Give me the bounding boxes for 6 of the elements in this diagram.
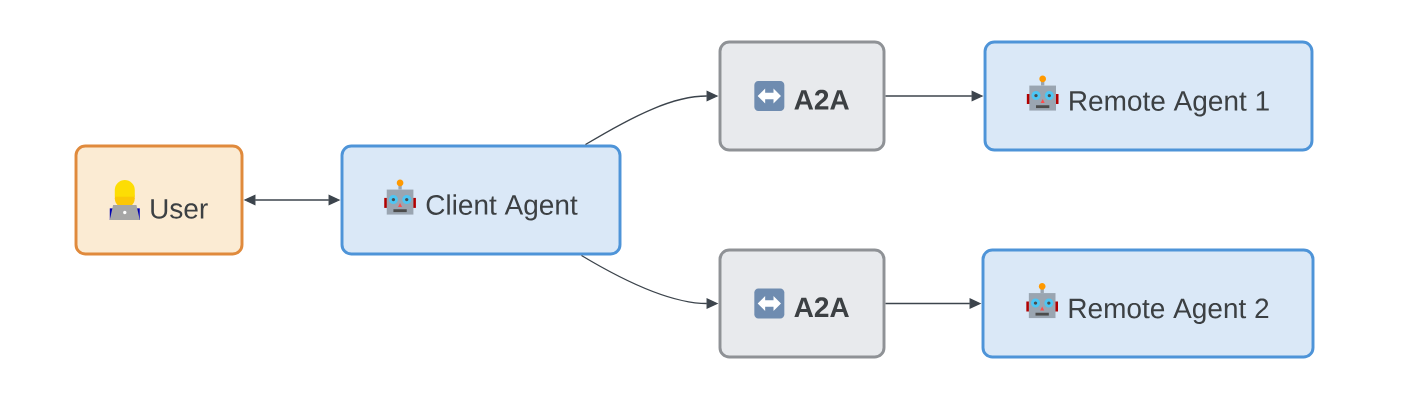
process-box: User <box>74 144 244 256</box>
protocol-box: A2A <box>718 40 886 152</box>
agent-box: Remote Agent 2 <box>981 248 1315 359</box>
agent-box: Remote Agent 1 <box>983 40 1314 152</box>
agent-box: Client Agent <box>340 144 622 256</box>
protocol-box: A2A <box>718 248 886 359</box>
